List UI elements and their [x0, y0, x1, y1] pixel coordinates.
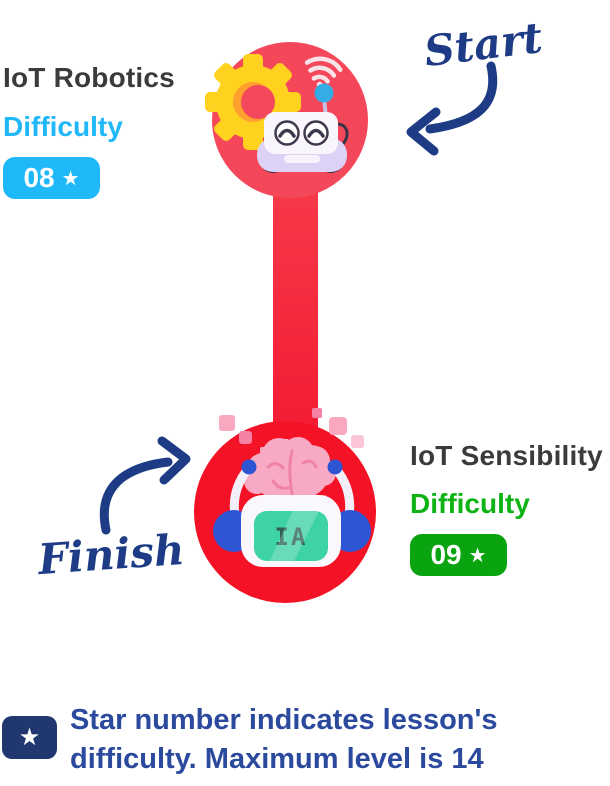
difficulty-label-bottom: Difficulty [410, 488, 530, 519]
ai-brain-icon: IA [213, 408, 371, 567]
lesson-title-sensibility: IoT Sensibility [410, 440, 603, 471]
star-icon: ★ [18, 724, 41, 751]
footnote-star-badge: ★ [2, 716, 57, 759]
start-arrow-icon [406, 61, 498, 156]
difficulty-label-top: Difficulty [3, 111, 123, 142]
difficulty-badge-bottom: 09 ★ [410, 534, 507, 576]
difficulty-badge-top: 08 ★ [3, 157, 100, 199]
finish-arrow-icon [99, 436, 191, 535]
footnote-line-2: difficulty. Maximum level is 14 [70, 743, 484, 775]
star-icon: ★ [61, 168, 80, 190]
footnote-text: Star number indicates lesson's difficult… [70, 701, 610, 779]
lesson-title-robotics: IoT Robotics [3, 62, 175, 93]
robot-gear-icon [205, 54, 349, 173]
ai-screen-label: IA [275, 523, 308, 551]
footnote-line-1: Star number indicates lesson's [70, 704, 498, 736]
difficulty-level-top: 08 [23, 162, 55, 193]
difficulty-level-bottom: 09 [430, 539, 462, 570]
star-icon: ★ [468, 545, 487, 567]
